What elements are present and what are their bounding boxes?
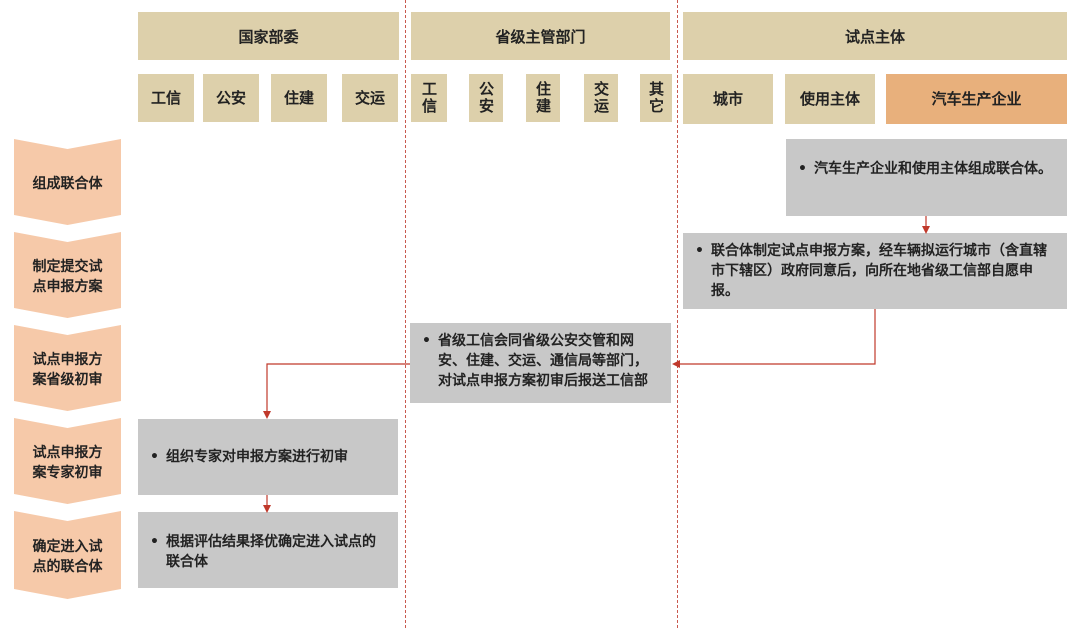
bullet: • bbox=[695, 243, 704, 259]
sub-prov-gongxin: 工信 bbox=[411, 74, 447, 122]
header-pilot: 试点主体 bbox=[683, 12, 1067, 60]
bullet: • bbox=[150, 534, 159, 550]
sub-pilot-city: 城市 bbox=[683, 74, 773, 124]
step-4: 试点申报方案专家初审 bbox=[14, 418, 121, 504]
step-4-label: 试点申报方案专家初审 bbox=[32, 445, 103, 481]
box-submit-plan-text: 联合体制定试点申报方案，经车辆拟运行城市（含直辖市下辖区）政府同意后，向所在地省… bbox=[711, 243, 1047, 299]
sub-national-gongan: 公安 bbox=[203, 74, 259, 122]
column-divider-1 bbox=[405, 0, 406, 628]
column-divider-2 bbox=[677, 0, 678, 628]
arrow-3-to-4 bbox=[263, 363, 410, 419]
box-form-consortium: • 汽车生产企业和使用主体组成联合体。 bbox=[786, 139, 1067, 216]
box-final-selection-text: 根据评估结果择优确定进入试点的联合体 bbox=[166, 534, 376, 570]
sub-prov-zhujian: 住建 bbox=[526, 74, 560, 122]
sub-prov-gongan: 公安 bbox=[469, 74, 503, 122]
sub-pilot-user: 使用主体 bbox=[785, 74, 875, 124]
bullet: • bbox=[422, 333, 431, 349]
box-submit-plan: • 联合体制定试点申报方案，经车辆拟运行城市（含直辖市下辖区）政府同意后，向所在… bbox=[683, 233, 1067, 309]
box-provincial-review: • 省级工信会同省级公安交管和网安、住建、交运、通信局等部门，对试点申报方案初审… bbox=[410, 323, 671, 403]
box-provincial-review-text: 省级工信会同省级公安交管和网安、住建、交运、通信局等部门，对试点申报方案初审后报… bbox=[438, 333, 648, 389]
arrow-2-to-3 bbox=[672, 309, 876, 368]
box-expert-review-text: 组织专家对申报方案进行初审 bbox=[166, 449, 348, 465]
sub-national-gongxin: 工信 bbox=[138, 74, 194, 122]
header-national: 国家部委 bbox=[138, 12, 399, 60]
box-final-selection: • 根据评估结果择优确定进入试点的联合体 bbox=[138, 512, 398, 588]
header-provincial: 省级主管部门 bbox=[411, 12, 670, 60]
step-2: 制定提交试点申报方案 bbox=[14, 232, 121, 318]
bullet: • bbox=[798, 161, 807, 177]
sub-prov-jiaoyun: 交运 bbox=[584, 74, 618, 122]
step-3-label: 试点申报方案省级初审 bbox=[32, 352, 103, 388]
step-5-label: 确定进入试点的联合体 bbox=[32, 539, 103, 575]
sub-national-jiaoyun: 交运 bbox=[342, 74, 398, 122]
sub-prov-qita: 其它 bbox=[640, 74, 672, 122]
box-expert-review: • 组织专家对申报方案进行初审 bbox=[138, 419, 398, 495]
step-2-label: 制定提交试点申报方案 bbox=[32, 259, 103, 295]
step-5: 确定进入试点的联合体 bbox=[14, 511, 121, 599]
step-1-label: 组成联合体 bbox=[32, 176, 103, 192]
sub-national-zhujian: 住建 bbox=[271, 74, 327, 122]
box-form-consortium-text: 汽车生产企业和使用主体组成联合体。 bbox=[814, 161, 1052, 177]
sub-pilot-automaker: 汽车生产企业 bbox=[886, 74, 1067, 124]
step-1: 组成联合体 bbox=[14, 139, 121, 225]
bullet: • bbox=[150, 449, 159, 465]
step-3: 试点申报方案省级初审 bbox=[14, 325, 121, 411]
